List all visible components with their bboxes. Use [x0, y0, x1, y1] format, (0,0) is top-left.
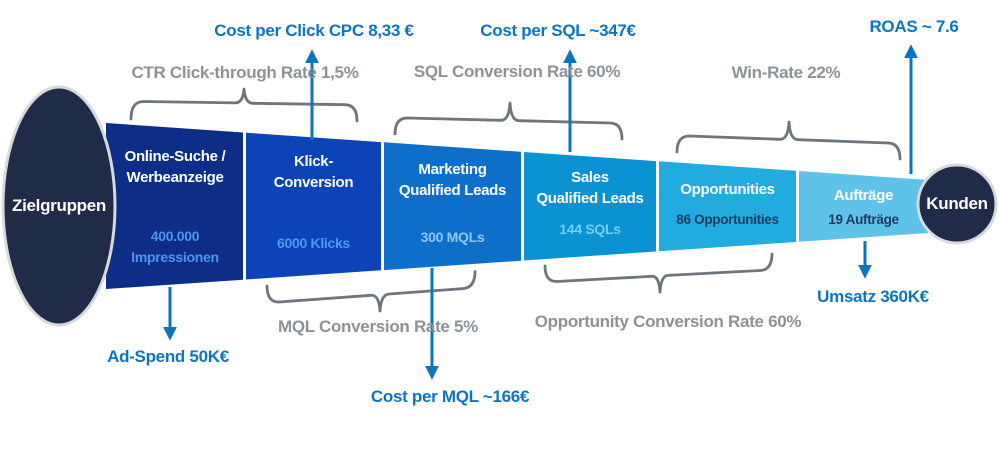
stage-shape-sql [524, 152, 656, 261]
stage-shape-klick-conversion [246, 132, 381, 280]
zielgruppen-label: Zielgruppen [12, 196, 106, 215]
stage-value-klicks: 6000 Klicks [277, 235, 350, 251]
stage-shape-auftraege [799, 171, 928, 242]
kunden-label: Kunden [926, 194, 988, 213]
kunden-circle [916, 163, 998, 245]
win-rate-label: Win-Rate 22% [731, 63, 841, 82]
brace-sql-rate [393, 101, 624, 141]
mql-conversion-rate-label: MQL Conversion Rate 5% [278, 317, 478, 336]
stage-title-line1: Marketing [418, 161, 487, 178]
stage-value-mqls: 300 MQLs [420, 229, 485, 245]
brace-ctr [129, 87, 359, 123]
stage-title-line2: Werbeanzeige [126, 169, 224, 186]
stage-value-auftraege: 19 Aufträge [828, 212, 899, 227]
sql-conversion-rate-label: SQL Conversion Rate 60% [413, 62, 621, 81]
stage-title-line1: Online-Suche / [124, 148, 226, 165]
cost-per-sql-label: Cost per SQL ~347€ [480, 21, 636, 40]
brace-mql-rate [265, 270, 477, 313]
stage-title-online-suche: Online-Suche / Werbeanzeige [107, 146, 243, 188]
cost-per-mql-label: Cost per MQL ~166€ [370, 387, 530, 406]
umsatz-label: Umsatz 360K€ [817, 287, 929, 306]
stage-value-opportunities: 86 Opportunities [676, 212, 779, 227]
stage-title-line2: Qualified Leads [398, 182, 507, 199]
ad-spend-label: Ad-Spend 50K€ [107, 347, 229, 366]
opportunity-conversion-rate-label: Opportunity Conversion Rate 60% [534, 312, 802, 331]
stage-title-sql: Sales Qualified Leads [524, 167, 656, 209]
brace-win-rate [675, 120, 902, 161]
stage-value-sqls: 144 SQLs [559, 221, 621, 237]
stage-value-line2: Impressionen [131, 249, 219, 265]
stage-shape-online-suche [106, 123, 243, 289]
stage-title-opportunities: Opportunities [680, 181, 775, 198]
stage-value-impressionen: 400.000 Impressionen [107, 226, 243, 268]
stage-title-auftraege: Aufträge [833, 187, 894, 204]
roas-label: ROAS ~ 7.6 [869, 17, 959, 36]
brace-opportunity-rate [543, 252, 774, 294]
cost-per-click-label: Cost per Click CPC 8,33 € [214, 21, 414, 40]
stage-shape-opportunities [659, 161, 796, 252]
stage-title-line1: Klick- [293, 153, 334, 170]
zielgruppen-ellipse [1, 85, 117, 327]
stage-title-line2: Qualified Leads [536, 190, 644, 207]
stage-title-mql: Marketing Qualified Leads [384, 159, 521, 201]
ctr-rate-label: CTR Click-through Rate 1,5% [131, 63, 359, 82]
stage-shape-mql [384, 142, 521, 271]
stage-title-klick-conversion: Klick- Conversion [246, 151, 381, 193]
stage-value-line1: 400.000 [150, 228, 200, 244]
stage-title-line2: Conversion [273, 174, 354, 191]
stage-title-line1: Sales [571, 169, 609, 186]
